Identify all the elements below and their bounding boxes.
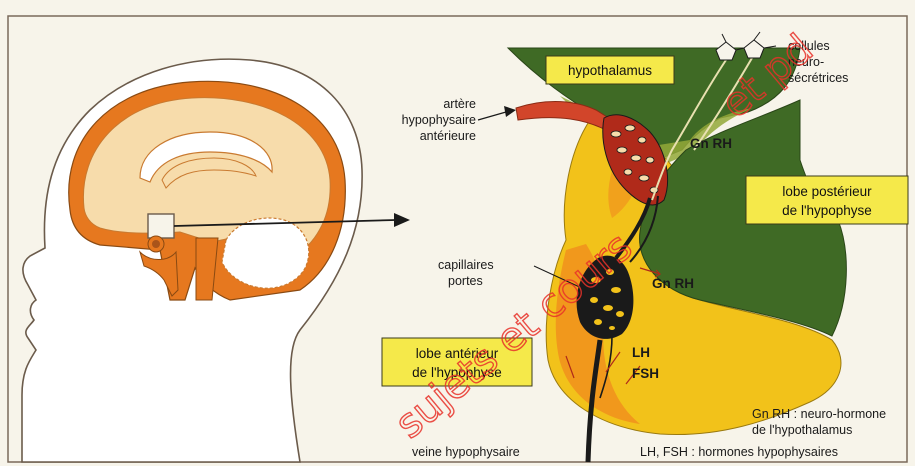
pituitary-focus-box <box>148 214 174 238</box>
lh-label: LH <box>632 345 650 360</box>
hypothalamus-label-box: hypothalamus <box>546 56 674 84</box>
svg-text:artère: artère <box>443 97 476 111</box>
svg-text:lobe postérieur: lobe postérieur <box>782 184 872 199</box>
pituitary-detail <box>508 32 846 462</box>
svg-text:portes: portes <box>448 274 483 288</box>
gnrh-top-label: Gn RH <box>690 136 732 151</box>
artery-label: artère hypophysaire antérieure <box>402 97 516 143</box>
vein-label: veine hypophysaire <box>412 445 520 459</box>
svg-text:hypophysaire: hypophysaire <box>402 113 476 127</box>
posterior-lobe-label-box: lobe postérieur de l'hypophyse <box>746 176 908 224</box>
fsh-label: FSH <box>632 366 659 381</box>
svg-text:de l'hypothalamus: de l'hypothalamus <box>752 423 852 437</box>
svg-text:LH, FSH : hormones hypophysair: LH, FSH : hormones hypophysaires <box>640 445 838 459</box>
svg-text:antérieure: antérieure <box>420 129 476 143</box>
svg-text:de l'hypophyse: de l'hypophyse <box>782 203 872 218</box>
svg-text:hypothalamus: hypothalamus <box>568 63 652 78</box>
svg-text:capillaires: capillaires <box>438 258 494 272</box>
gnrh-mid-label: Gn RH <box>652 276 694 291</box>
svg-text:Gn RH : neuro-hormone: Gn RH : neuro-hormone <box>752 407 886 421</box>
